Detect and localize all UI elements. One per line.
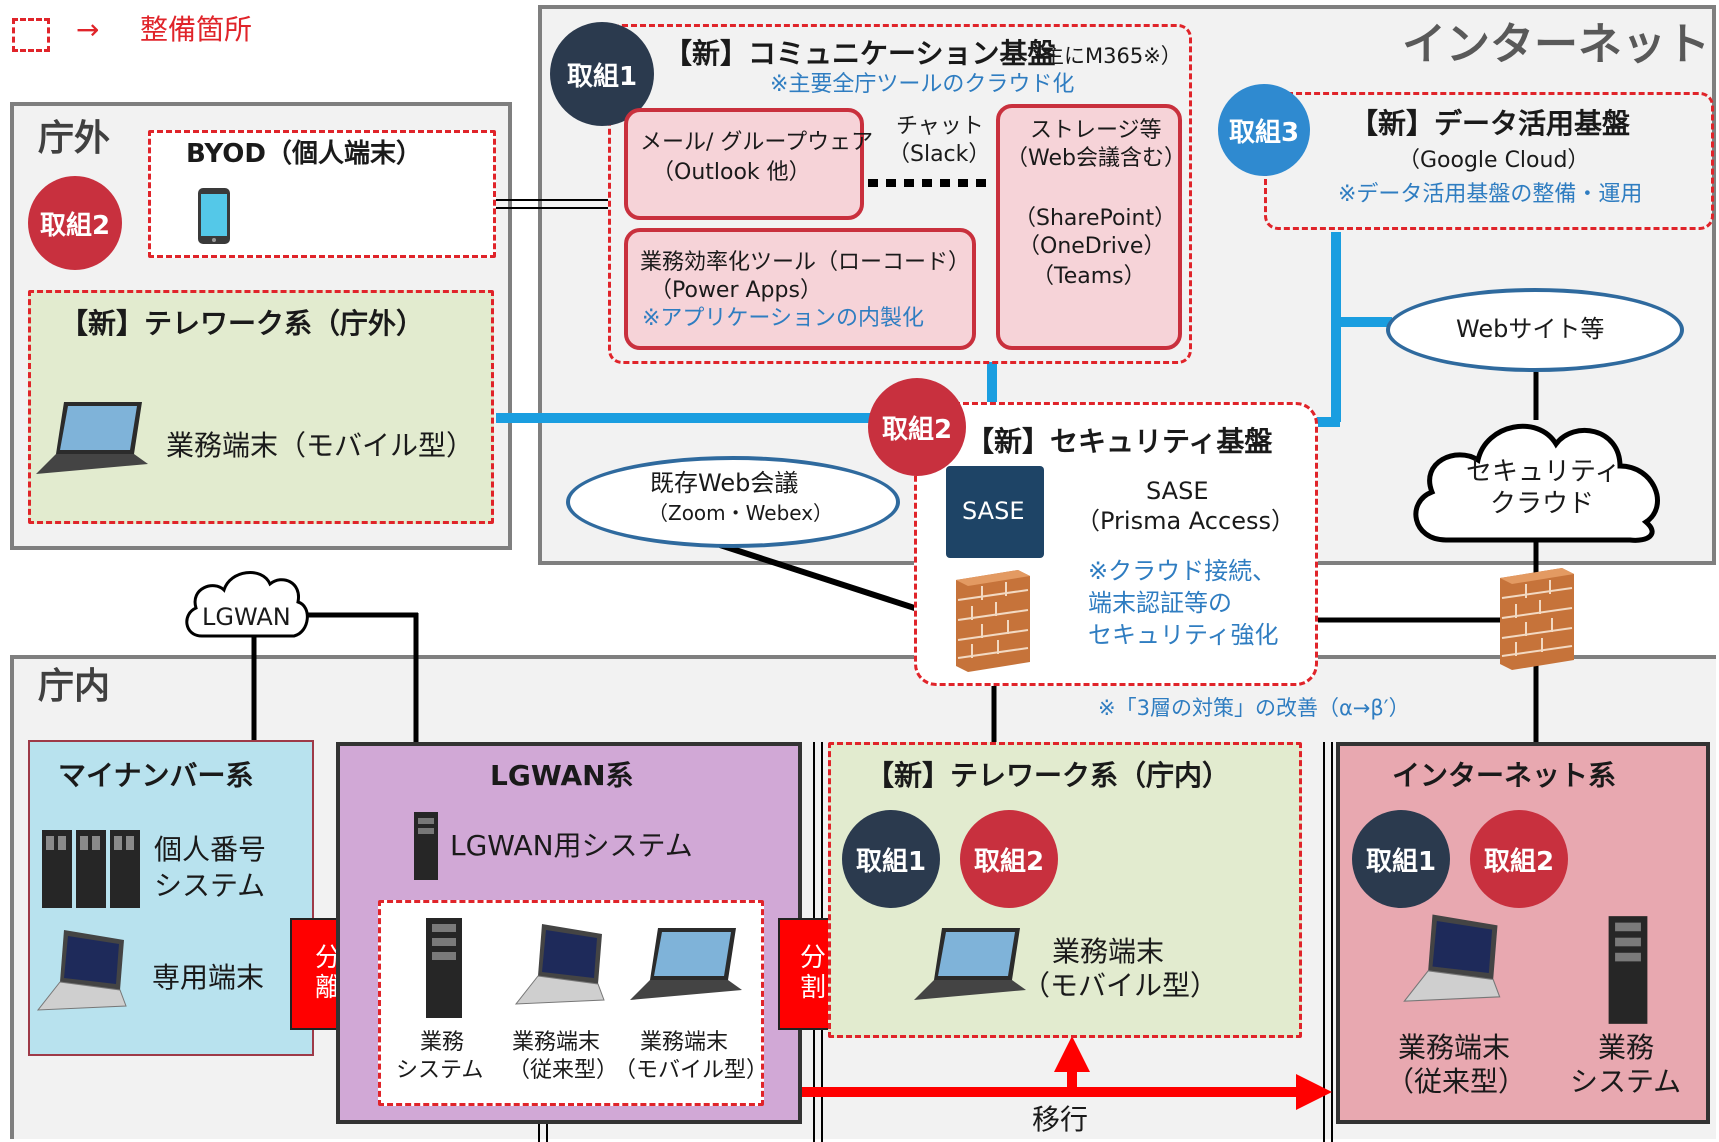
lowcode-box xyxy=(624,228,976,350)
biz-system-2: システム xyxy=(396,1058,484,1083)
laptop-icon-mobile-lgwan xyxy=(630,928,742,1000)
laptop-icon-internet xyxy=(1403,914,1501,1002)
telework-in-device-2: （モバイル型） xyxy=(1022,969,1219,1002)
badge-t2-sec: 取組2 xyxy=(868,378,966,476)
storage-label-4: （OneDrive） xyxy=(1018,234,1166,259)
security-note-4: ※「3層の対策」の改善（α→β′） xyxy=(1098,696,1410,720)
internet-sys-1: 業務 xyxy=(1598,1031,1655,1064)
mail-box xyxy=(624,108,864,220)
internet-term-1: 業務端末 xyxy=(1398,1031,1511,1064)
badge-t3: 取組3 xyxy=(1218,84,1310,176)
chat-label-1: チャット xyxy=(896,114,984,139)
internet-system-title: インターネット系 xyxy=(1392,759,1617,792)
sase-box xyxy=(946,466,1044,558)
internet-term-2: （従来型） xyxy=(1386,1065,1527,1098)
data-note: ※データ活用基盤の整備・運用 xyxy=(1338,182,1643,207)
security-note-3: セキュリティ強化 xyxy=(1088,621,1279,649)
firewall-icon-1 xyxy=(956,570,1030,672)
sase-sub: （Prisma Access） xyxy=(1076,507,1295,535)
server-icon-biz xyxy=(426,918,462,1018)
website-label: Webサイト等 xyxy=(1456,315,1605,343)
storage-label-2: （Web会議含む） xyxy=(1006,146,1186,171)
laptop-icon-mynumber xyxy=(36,930,127,1011)
internet-label: インターネット xyxy=(1402,19,1710,70)
storage-label-1: ストレージ等 xyxy=(1030,118,1162,143)
mynumber-system-1: 個人番号 xyxy=(154,833,267,866)
mynumber-terminal: 専用端末 xyxy=(152,961,265,994)
server-rack-icon xyxy=(42,830,140,908)
server-icon-lgwan xyxy=(414,812,438,880)
badge-t1-comm: 取組1 xyxy=(550,22,654,126)
inside-label: 庁内 xyxy=(38,666,111,707)
comm-title-note: （主にM365※） xyxy=(1022,44,1182,68)
badge-t1-telework: 取組1 xyxy=(842,810,940,908)
sase-box-label: SASE xyxy=(962,497,1025,525)
smartphone-icon xyxy=(198,188,230,244)
data-sub: （Google Cloud） xyxy=(1398,148,1590,173)
split-2-char-2: 割 xyxy=(799,973,826,1003)
security-cloud-label-2: クラウド xyxy=(1490,489,1595,519)
security-title: 【新】セキュリティ基盤 xyxy=(966,425,1273,458)
term-mob-2: （モバイル型） xyxy=(614,1058,769,1083)
chat-label-2: （Slack） xyxy=(888,142,991,167)
firewall-icon-2 xyxy=(1500,568,1574,670)
web-conf-title: 既存Web会議 xyxy=(650,469,799,497)
telework-in-title: 【新】テレワーク系（庁内） xyxy=(866,759,1231,792)
security-note-1: ※クラウド接続、 xyxy=(1088,557,1277,585)
security-note-2: 端末認証等の xyxy=(1088,589,1232,617)
web-conf-ellipse xyxy=(566,456,900,548)
term-old-1: 業務端末 xyxy=(512,1030,601,1055)
comm-platform-box xyxy=(608,24,1192,364)
mail-label-1: メール/ グループウェア xyxy=(640,130,874,155)
legend-dash-box xyxy=(12,18,50,52)
server-icon-internet xyxy=(1608,916,1648,1024)
data-title: 【新】データ活用基盤 xyxy=(1350,107,1631,140)
lgwan-title: LGWAN系 xyxy=(490,759,634,792)
legend-arrow: → xyxy=(76,13,100,46)
comm-title: 【新】コミュニケーション基盤 xyxy=(664,37,1056,70)
outside-label: 庁外 xyxy=(38,118,111,159)
mynumber-title: マイナンバー系 xyxy=(58,759,254,792)
term-mob-1: 業務端末 xyxy=(640,1030,729,1055)
lowcode-label-1: 業務効率化ツール（ローコード） xyxy=(640,250,971,275)
internet-system-box xyxy=(1336,742,1710,1124)
legend-label: 整備箇所 xyxy=(140,13,253,46)
laptop-icon-out xyxy=(36,402,148,474)
sase-label: SASE xyxy=(1146,477,1209,505)
telework-out-title: 【新】テレワーク系（庁外） xyxy=(60,307,425,340)
mail-label-2: （Outlook 他） xyxy=(652,160,811,185)
storage-box xyxy=(996,104,1182,350)
comm-note: ※主要全庁ツールのクラウド化 xyxy=(770,72,1075,97)
lowcode-note: ※アプリケーションの内製化 xyxy=(642,306,924,331)
badge-t2-byod: 取組2 xyxy=(28,176,122,270)
internet-sys-2: システム xyxy=(1570,1065,1682,1098)
migrate-label: 移行 xyxy=(1032,1103,1089,1136)
laptop-icon-in xyxy=(914,928,1026,1000)
badge-t2-telework: 取組2 xyxy=(960,810,1058,908)
web-conf-sub: （Zoom・Webex） xyxy=(648,501,834,525)
telework-out-device: 業務端末（モバイル型） xyxy=(166,429,475,462)
badge-t2-internet: 取組2 xyxy=(1470,810,1568,908)
website-ellipse xyxy=(1386,288,1684,372)
term-old-2: （従来型） xyxy=(508,1058,619,1083)
lowcode-label-2: （Power Apps） xyxy=(650,278,822,303)
split-2-char-1: 分 xyxy=(799,943,826,974)
security-cloud-label-1: セキュリティ xyxy=(1466,457,1621,487)
storage-label-3: （SharePoint） xyxy=(1014,206,1177,231)
telework-in-device-1: 業務端末 xyxy=(1052,935,1165,968)
security-cloud-icon xyxy=(1413,423,1660,543)
storage-label-5: （Teams） xyxy=(1032,264,1146,289)
byod-label: BYOD（個人端末） xyxy=(186,139,422,169)
badge-t1-internet: 取組1 xyxy=(1352,810,1450,908)
laptop-icon-old xyxy=(514,924,605,1005)
lgwan-system: LGWAN用システム xyxy=(450,829,693,862)
mynumber-system-2: システム xyxy=(154,869,266,902)
lgwan-cloud-icon xyxy=(185,571,309,638)
biz-system-1: 業務 xyxy=(420,1030,465,1055)
lgwan-cloud-label: LGWAN xyxy=(202,603,291,631)
